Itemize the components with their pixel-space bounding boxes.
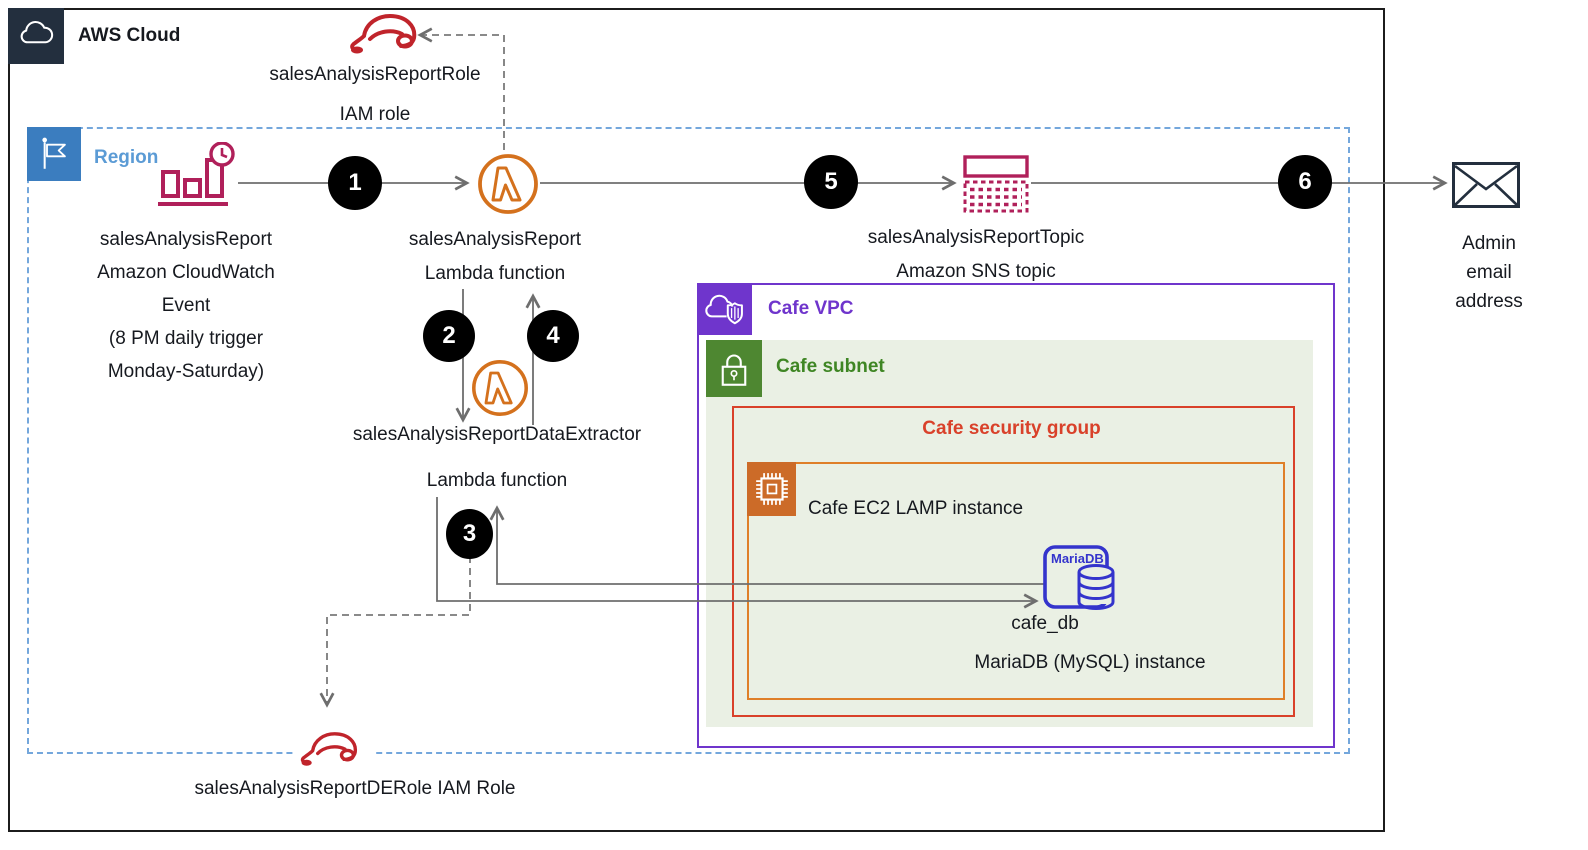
- lambda-report-icon: [477, 153, 539, 215]
- mariadb-name: cafe_db: [1011, 613, 1079, 634]
- lambda-report-label: salesAnalysisReport Lambda function: [340, 223, 650, 291]
- security-group-label: Cafe security group: [922, 418, 1101, 439]
- vpc-label: Cafe VPC: [768, 298, 854, 319]
- sns-topic-name: salesAnalysisReportTopic: [867, 227, 1085, 248]
- region-container: [27, 127, 1350, 754]
- mariadb-icon: MariaDB: [1042, 544, 1118, 614]
- step-circle-5: 5: [804, 155, 858, 209]
- cloud-icon: [20, 21, 54, 44]
- cloudwatch-type-line: Event: [161, 295, 211, 316]
- iam-role-bottom-icon: [293, 726, 373, 774]
- step-circle-4: 4: [527, 310, 579, 362]
- mariadb-database-icon: MariaDB: [1043, 545, 1115, 610]
- cloudwatch-bars-clock-icon: [158, 142, 235, 206]
- admin-email-label: Admin email address: [1430, 229, 1548, 316]
- flag-icon: [42, 137, 66, 169]
- lambda-icon: [472, 360, 528, 416]
- cloudwatch-name: salesAnalysisReport: [99, 229, 273, 250]
- cloudwatch-type-line: Monday-Saturday): [107, 361, 265, 382]
- mariadb-type: MariaDB (MySQL) instance: [974, 652, 1206, 673]
- iam-role-hat-icon: [350, 13, 417, 54]
- step-circle-6: 6: [1278, 155, 1332, 209]
- subnet-icon: [706, 340, 762, 397]
- cloudwatch-type-line: Amazon CloudWatch: [97, 262, 275, 283]
- aws-cloud-label: AWS Cloud: [78, 25, 181, 46]
- vpc-icon: [697, 283, 752, 335]
- chip-icon: [755, 473, 788, 505]
- lambda-extractor-type: Lambda function: [426, 470, 568, 491]
- ec2-instance-label: Cafe EC2 LAMP instance: [808, 498, 1024, 519]
- iam-role-top-type: IAM role: [339, 104, 411, 125]
- sns-topic-type: Amazon SNS topic: [896, 261, 1056, 282]
- admin-email-line: address: [1455, 291, 1523, 312]
- ec2-instance-icon: [747, 462, 796, 516]
- lambda-icon: [478, 154, 538, 214]
- cloudwatch-type-line: (8 PM daily trigger: [108, 328, 264, 349]
- lambda-extractor-name: salesAnalysisReportDataExtractor: [352, 424, 642, 445]
- sns-topic-icon: [963, 155, 1029, 213]
- lambda-extractor-icon: [471, 359, 529, 417]
- step-circle-1: 1: [328, 156, 382, 210]
- aws-cloud-icon: [8, 8, 64, 64]
- vpc-cloud-shield-icon: [704, 294, 743, 325]
- subnet-label: Cafe subnet: [776, 356, 885, 377]
- email-icon: [1452, 162, 1520, 208]
- admin-email-line: email: [1466, 262, 1512, 283]
- lambda-report-type: Lambda function: [424, 263, 566, 284]
- envelope-icon: [1452, 162, 1520, 208]
- iam-role-top-name: salesAnalysisReportRole: [269, 64, 481, 85]
- cloudwatch-event-label: salesAnalysisReport Amazon CloudWatch Ev…: [28, 223, 344, 388]
- lambda-report-name: salesAnalysisReport: [408, 229, 582, 250]
- sns-topic-glyph: [963, 155, 1029, 213]
- iam-role-bottom-label: salesAnalysisReportDERole IAM Role: [194, 778, 516, 799]
- iam-role-hat-icon: [300, 732, 357, 766]
- step-circle-3: 3: [446, 509, 493, 559]
- admin-email-line: Admin: [1462, 233, 1516, 254]
- iam-role-top-icon: [348, 10, 428, 60]
- sns-topic-label: salesAnalysisReportTopic Amazon SNS topi…: [820, 221, 1132, 289]
- step-circle-2: 2: [423, 310, 475, 362]
- lock-icon: [721, 353, 747, 386]
- mariadb-badge-text: MariaDB: [1051, 551, 1104, 566]
- cloudwatch-event-icon: [158, 142, 242, 218]
- region-label: Region: [94, 147, 159, 168]
- region-icon: [27, 127, 81, 181]
